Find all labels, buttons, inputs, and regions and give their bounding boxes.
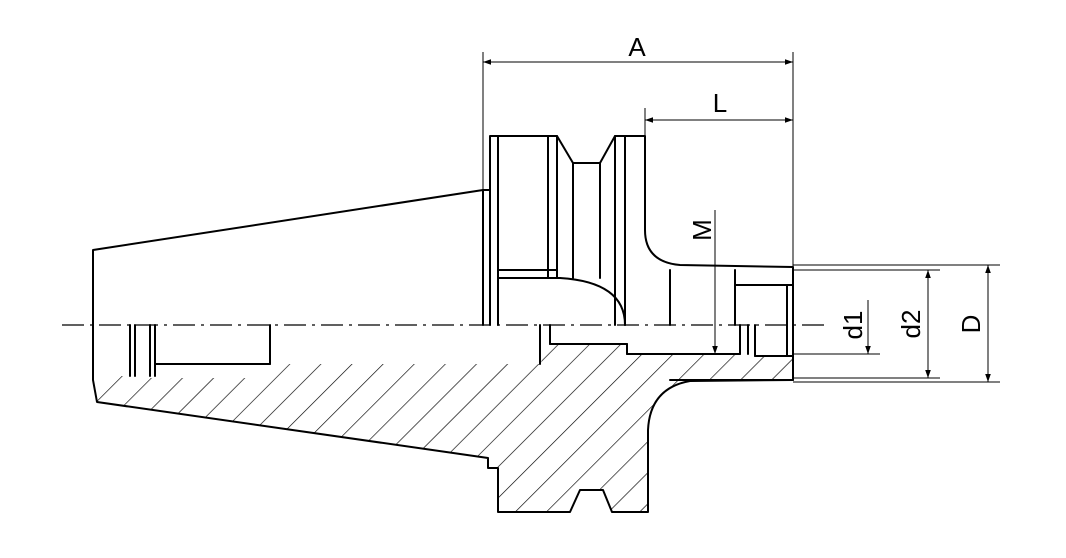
dim-label-D: D [956,315,986,334]
dim-label-d1: d1 [838,311,868,340]
dim-label-d2: d2 [896,310,926,339]
dim-label-L: L [713,88,727,118]
outer-contour [92,135,794,513]
extension-lines [482,52,1000,383]
flange-details [482,135,626,326]
dim-label-A: A [628,32,646,62]
section-hatch [97,344,793,512]
dim-label-M: M [687,219,717,241]
inner-profile-upper [669,269,794,326]
inner-profile-lower [129,324,794,381]
dimension-lines [483,59,991,382]
